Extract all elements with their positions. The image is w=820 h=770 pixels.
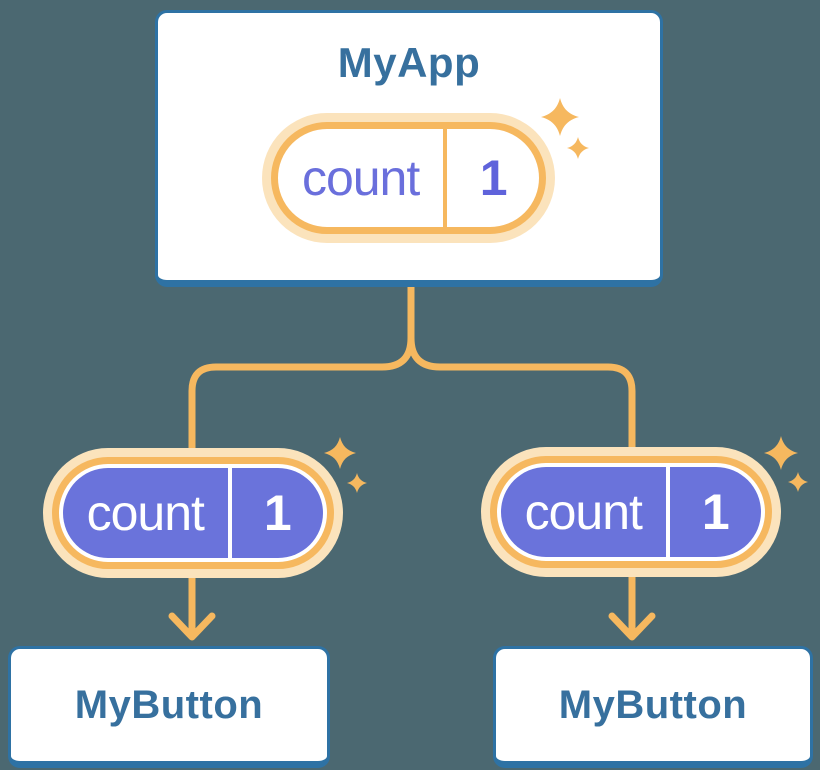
sparkle-icon [324,437,356,469]
props-pill-value-cell: 1 [231,468,323,558]
props-pill-value: 1 [701,484,730,540]
props-pill-label-cell: count [63,468,228,558]
state-pill-label: count [301,150,420,206]
props-pill-label-cell: count [501,467,666,557]
props-pill-value-cell: 1 [669,467,761,557]
props-pill-value: 1 [263,485,292,541]
props-pill-right: count 1 [481,447,781,577]
arrowhead-left-icon [168,612,216,641]
state-pill-label-cell: count [278,129,443,227]
sparkle-icon [541,98,579,136]
connector-right [407,282,636,638]
arrowhead-right-icon [608,612,656,641]
child-node-card-right: MyButton [493,646,813,768]
props-pill-ring: count 1 [490,456,772,568]
sparkle-small-icon [567,137,589,159]
child-node-title: MyButton [74,682,264,727]
state-pill: count 1 [262,113,555,243]
props-pill-ring: count 1 [52,457,334,569]
sparkle-small-icon [347,473,367,493]
props-pill-left: count 1 [43,448,343,578]
props-pill-label: count [86,485,205,541]
props-pill-label: count [524,484,643,540]
child-node-title: MyButton [558,682,748,727]
sparkle-small-icon [788,472,808,492]
child-node-card-left: MyButton [8,646,330,768]
parent-node-title: MyApp [337,39,481,86]
state-pill-ring: count 1 [271,122,546,234]
state-pill-value: 1 [479,150,508,206]
sparkle-icon [764,436,798,470]
state-pill-value-cell: 1 [443,129,539,227]
